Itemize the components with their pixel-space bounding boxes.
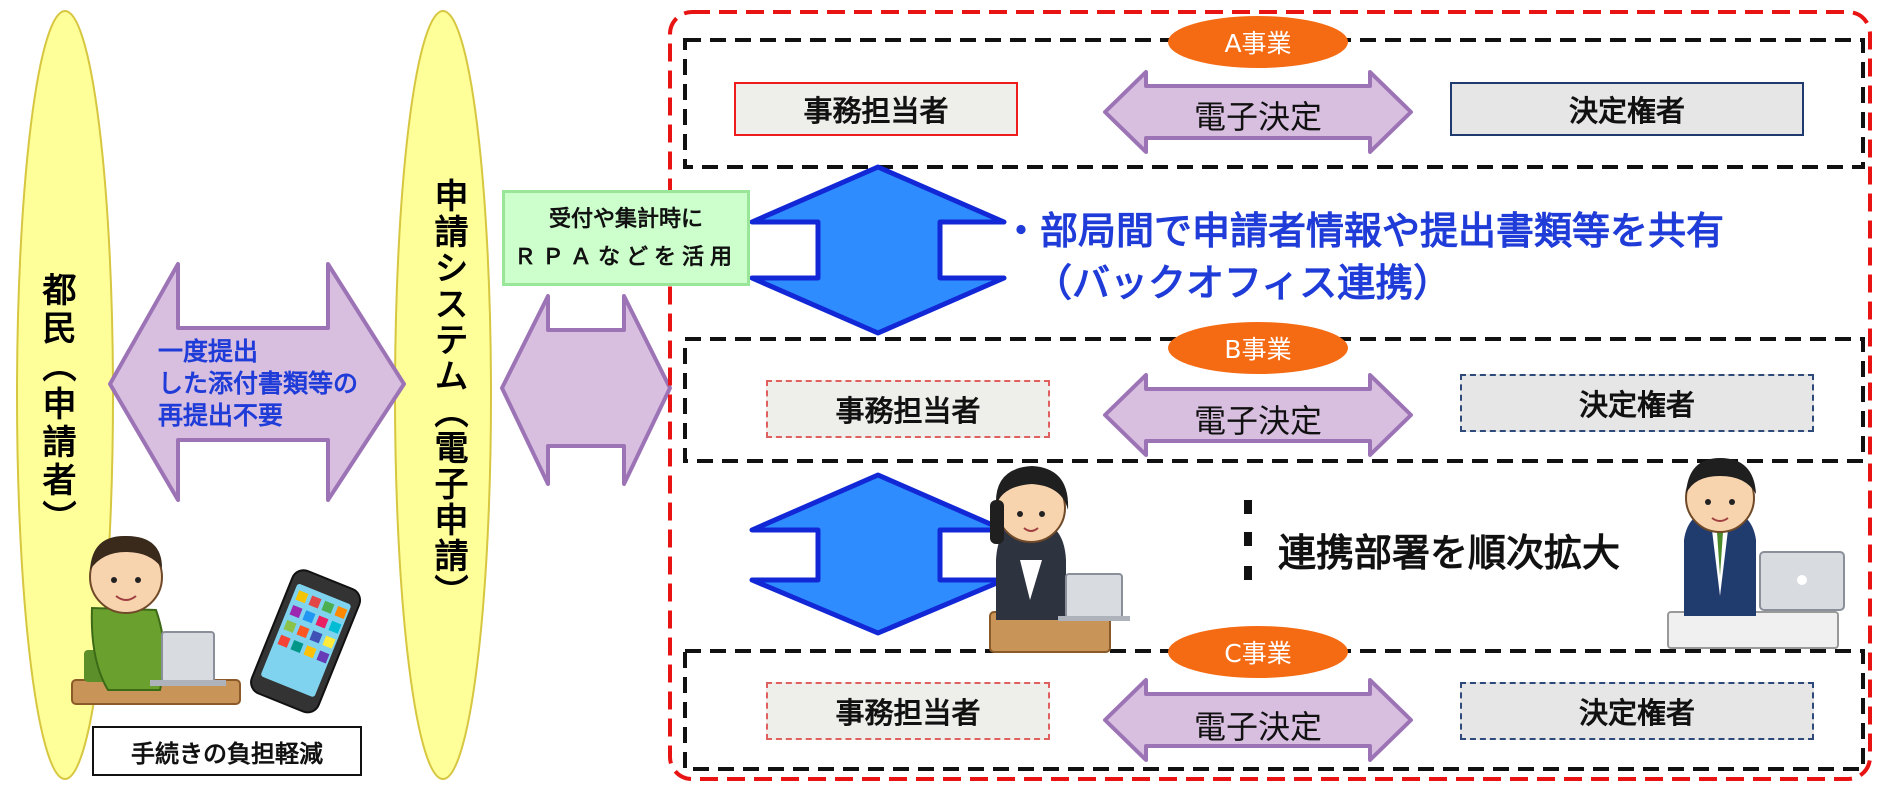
share-line-1: ・部局間で申請者情報や提出書類等を共有	[1002, 209, 1725, 253]
citizen-system-double-arrow	[108, 262, 406, 502]
rpa-line-1: 受付や集計時に	[548, 207, 703, 232]
project-a-approval-label: 電子決定	[1193, 98, 1322, 136]
project-a-pill: A事業	[1168, 16, 1348, 68]
blue-share-arrow-bottom	[749, 472, 1007, 636]
citizen-ellipse	[16, 10, 114, 780]
no-resubmit-line-3: 再提出不要	[158, 401, 284, 430]
project-b-staff-box: 事務担当者	[766, 380, 1050, 438]
rpa-line-2: ＲＰＡなどを活用	[513, 245, 738, 270]
no-resubmit-line-1: 一度提出	[158, 337, 259, 366]
no-resubmit-text: 一度提出 した添付書類等の 再提出不要	[158, 336, 358, 432]
staff-woman-illustration	[989, 466, 1130, 653]
project-c-decider-box: 決定権者	[1460, 682, 1814, 740]
system-label: 申請システム（電子申請）	[428, 178, 468, 610]
rpa-note-box: 受付や集計時に ＲＰＡなどを活用	[502, 190, 750, 286]
smartphone-illustration	[250, 569, 362, 714]
citizen-illustration	[71, 535, 241, 705]
project-b-decider-box: 決定権者	[1460, 374, 1814, 432]
citizen-label: 都民（申請者）	[36, 272, 76, 538]
expand-departments-text: 連携部署を順次拡大	[1278, 531, 1621, 575]
system-backoffice-arrow	[500, 294, 672, 486]
no-resubmit-line-2: した添付書類等の	[158, 369, 359, 398]
backoffice-frame	[668, 10, 1872, 781]
project-c-staff-box: 事務担当者	[766, 682, 1050, 740]
blue-share-arrow-top	[749, 164, 1007, 336]
project-c-pill: C事業	[1168, 626, 1348, 678]
vertical-ellipsis	[1244, 500, 1252, 580]
approval-arrow-b	[1103, 373, 1413, 457]
share-line-2: （バックオフィス連携）	[1034, 261, 1452, 305]
project-b-approval-label: 電子決定	[1193, 402, 1322, 440]
project-a-staff-box: 事務担当者	[734, 82, 1018, 136]
approval-arrow-c	[1103, 678, 1413, 762]
approval-arrow-a	[1103, 70, 1413, 154]
project-a-decider-box: 決定権者	[1450, 82, 1804, 136]
burden-caption: 手続きの負担軽減	[92, 726, 362, 776]
project-c-approval-label: 電子決定	[1193, 708, 1322, 746]
project-b-pill: B事業	[1168, 322, 1348, 374]
staff-man-illustration	[1667, 458, 1845, 649]
